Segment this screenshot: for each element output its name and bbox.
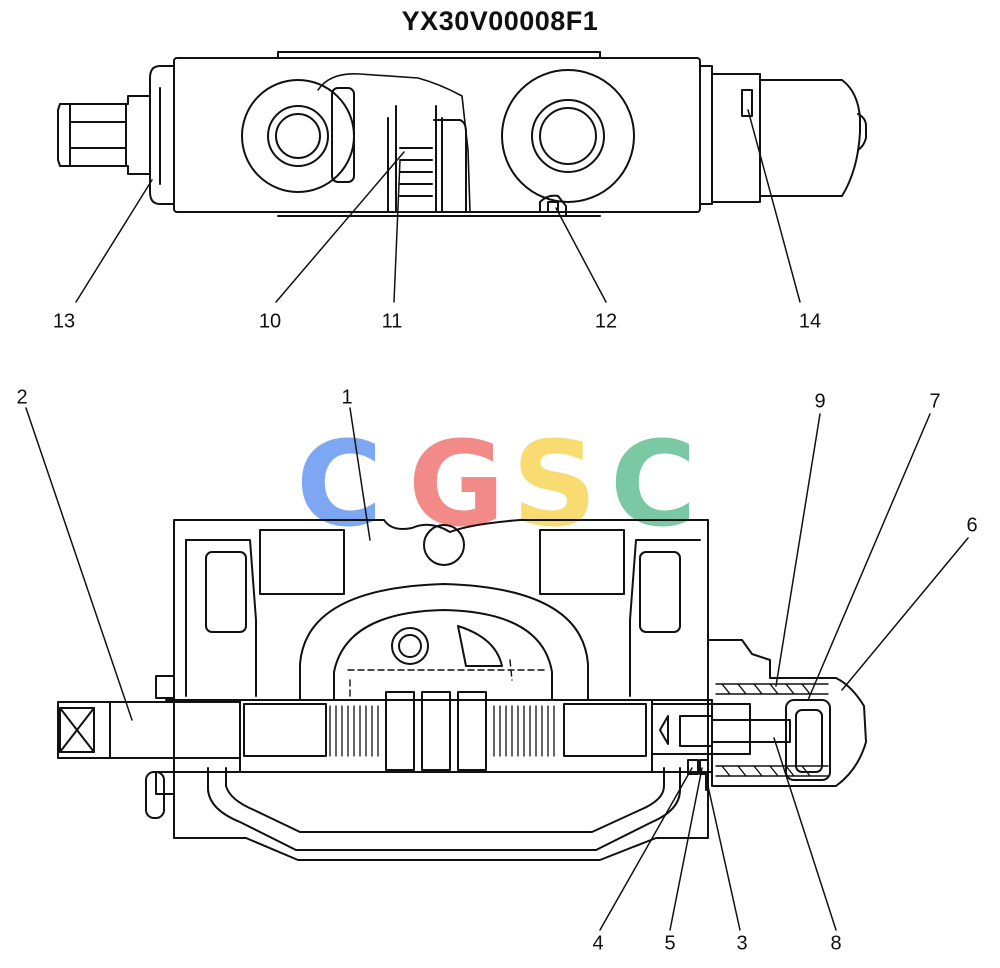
callout-3: 3 [736,932,748,955]
callout-6: 6 [966,514,978,537]
callout-9: 9 [814,390,826,413]
callout-11: 11 [381,310,403,333]
watermark-letter-s: S [512,415,597,553]
callout-10: 10 [258,310,282,333]
drawing-title: YX30V00008F1 [401,6,599,36]
section-view-valve [57,519,867,861]
callout-12: 12 [594,310,618,333]
callout-13: 13 [52,310,76,333]
top-view-valve [57,51,867,217]
callout-5: 5 [664,932,676,955]
callout-1: 1 [341,386,353,409]
section-view-leaders [25,407,969,931]
callout-4: 4 [592,932,604,955]
top-view-leaders [75,109,801,303]
callout-8: 8 [830,932,842,955]
callout-2: 2 [16,386,28,409]
callout-7: 7 [929,390,941,413]
callout-14: 14 [798,310,822,333]
watermark-letter-c2: C [610,415,697,553]
